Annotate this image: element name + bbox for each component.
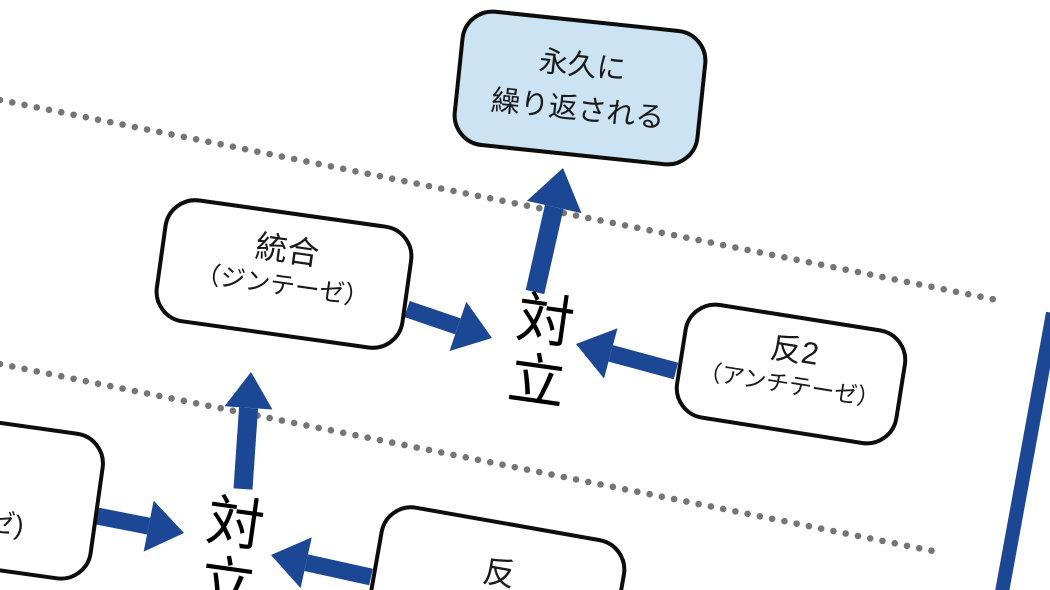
arrow-antithesis2-to-opposition-upper	[576, 328, 679, 380]
arrow-thesis-to-opposition-lower	[95, 500, 184, 552]
node-thesis-label-fragment: ゼ)	[0, 506, 26, 542]
divider-dots-lower	[0, 360, 947, 557]
arrow-shaft-bottom-right	[995, 311, 1050, 590]
node-eternal: 永久に 繰り返される	[449, 6, 711, 170]
arrow-synthesis-to-opposition-upper	[404, 300, 492, 351]
arrow-opposition-lower-to-synthesis	[224, 372, 273, 490]
arrow-opposition-upper-to-eternal	[525, 168, 582, 295]
node-antithesis1-label-line1: 反	[480, 552, 519, 590]
node-eternal-label-line2: 繰り返される	[489, 84, 666, 135]
arrow-antithesis1-to-opposition-lower	[271, 537, 373, 589]
divider-dots-upper	[0, 96, 1001, 304]
